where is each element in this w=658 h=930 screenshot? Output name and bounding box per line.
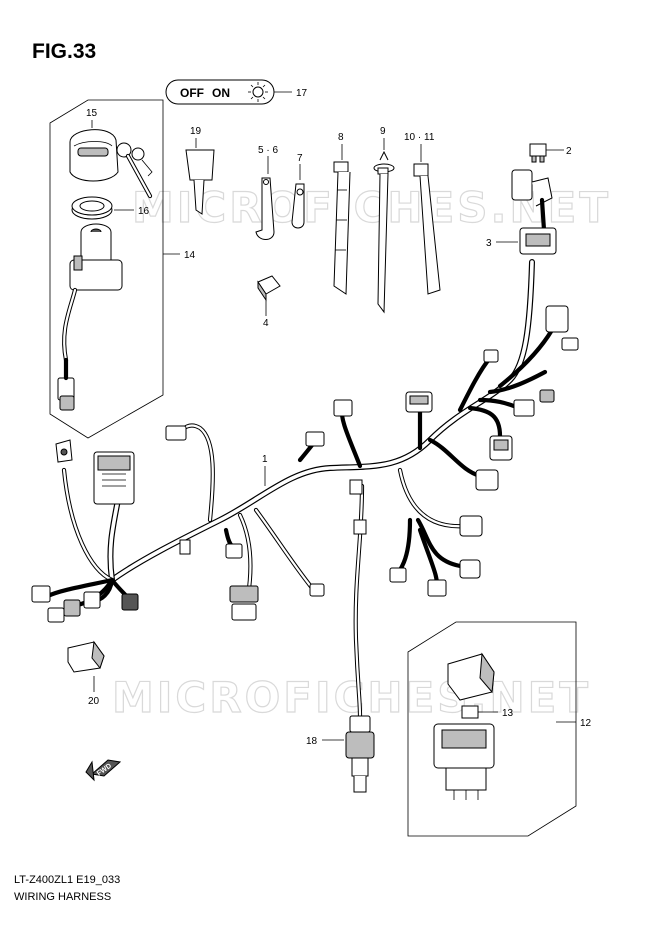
main-wiring-harness [45,259,555,719]
callout-5-6: 5 · 6 [258,145,278,156]
relay-cap-part-20 [67,640,105,673]
switch-on-label: ON [212,86,230,100]
ignition-switch-part [57,223,123,411]
clip-tie-part-9 [373,150,395,314]
callout-labels: 1 2 3 4 5 · 6 7 8 9 10 · 11 12 13 14 15 … [86,88,592,747]
ring-nut-part [71,196,113,220]
oxygen-sensor-part [345,715,375,793]
callout-19: 19 [190,126,202,137]
figure-title: FIG.33 [32,40,97,63]
key-cap-part [69,129,153,199]
callout-12: 12 [580,718,592,729]
callout-3: 3 [486,238,492,249]
figure-caption: WIRING HARNESS [14,891,112,903]
key-blank-part [185,149,215,215]
relay-group-box [407,621,577,837]
fuse-part-2 [529,143,547,163]
callout-4: 4 [263,318,269,329]
small-cap-part-4 [257,275,281,302]
callout-13: 13 [502,708,514,719]
callout-18: 18 [306,736,318,747]
switch-label-part: OFF ON [165,79,292,105]
forward-direction-arrow: FWD [85,759,122,782]
callout-14: 14 [184,250,196,261]
watermark-bottom: MICROFICHES.NET [112,673,591,722]
light-bulb-icon [248,82,268,102]
callout-17: 17 [296,88,308,99]
callout-8: 8 [338,132,344,143]
starter-relay-part [433,652,495,800]
clip-part-7 [291,183,305,229]
callout-10-11: 10 · 11 [404,132,435,143]
clamp-part-5-6 [255,177,275,240]
cable-tie-part-8 [333,161,351,295]
harness-connectors [31,305,579,623]
tie-part-10-11 [413,163,441,295]
fuse-holder-part-3 [511,169,557,255]
switch-off-label: OFF [180,86,204,100]
callout-1: 1 [262,454,268,465]
model-code: LT-Z400ZL1 E19_033 [14,874,121,886]
callout-2: 2 [566,146,572,157]
callout-15: 15 [86,108,98,119]
callout-20: 20 [88,696,100,707]
callout-16: 16 [138,206,150,217]
ignition-switch-group-box [49,99,164,439]
callout-9: 9 [380,126,386,137]
callout-7: 7 [297,153,303,164]
